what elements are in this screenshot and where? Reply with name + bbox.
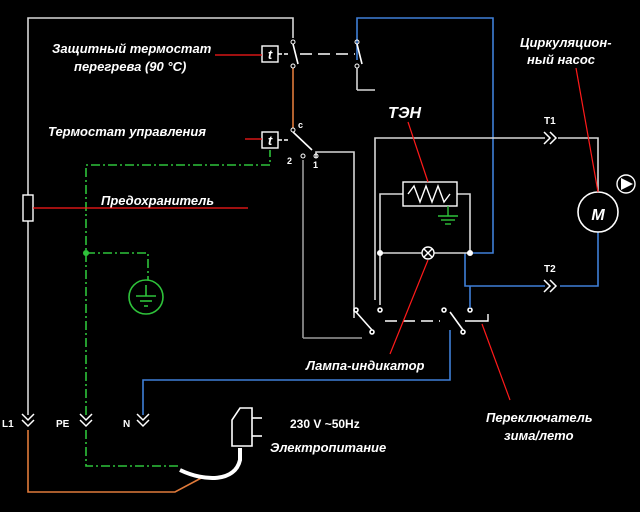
l1-label: L1 xyxy=(2,419,14,430)
lamp-label: Лампа-индикатор xyxy=(305,358,425,373)
t2-label: T2 xyxy=(544,264,556,275)
t1-label: T1 xyxy=(544,116,556,127)
heater-label: ТЭН xyxy=(388,105,421,122)
overheat-thermostat-label-2: перегрева (90 °C) xyxy=(74,59,186,74)
l1-bottom-wire xyxy=(27,430,206,493)
ground-symbol-icon xyxy=(128,279,164,315)
power-label: Электропитание xyxy=(270,440,386,455)
t1-connector-icon xyxy=(543,131,558,145)
leader-lines xyxy=(33,54,599,401)
control-thermostat-label: Термостат управления xyxy=(48,124,206,139)
season-switch xyxy=(353,286,489,335)
fuse-symbol xyxy=(22,194,34,222)
pe-wire xyxy=(85,150,271,415)
heater-element xyxy=(402,181,458,225)
pump-label-1: Циркуляцион- xyxy=(520,35,612,50)
n-wire xyxy=(142,330,451,415)
heater-right-wire xyxy=(457,193,471,253)
pump-t2-wire xyxy=(464,253,545,287)
pe-label: PE xyxy=(56,419,70,430)
heater-left-wire xyxy=(379,193,403,253)
neutral-wiring xyxy=(142,17,599,415)
l1-main-wire xyxy=(27,17,294,415)
junction-dots xyxy=(83,250,473,256)
pump-label-2: ный насос xyxy=(527,52,596,67)
overheat-thermostat-symbol: t xyxy=(268,47,273,62)
pump-motor: M xyxy=(577,174,636,233)
voltage-label: 230 V ~50Hz xyxy=(290,417,360,431)
switch-label-1: Переключатель xyxy=(486,410,593,425)
overheat-thermostat: t xyxy=(261,39,375,91)
terminal-connectors xyxy=(21,413,150,428)
motor-symbol: M xyxy=(591,207,605,224)
power-plug-icon xyxy=(179,407,262,481)
pe-bottom-wire xyxy=(85,430,180,467)
n-connector-icon xyxy=(136,413,150,422)
ground-branch-wire xyxy=(86,252,149,280)
pump-return-wire xyxy=(560,232,599,287)
t1-to-pump-wire xyxy=(558,137,599,192)
internal-wiring xyxy=(315,137,599,318)
contact-c-label: c xyxy=(298,120,303,130)
l1-connector-icon xyxy=(21,413,35,422)
n-label: N xyxy=(123,419,130,430)
overheat-thermostat-label-1: Защитный термостат xyxy=(52,41,212,56)
pump-t1-wire xyxy=(374,137,545,300)
switch-label-2: зима/лето xyxy=(504,428,574,443)
contact-1-label: 1 xyxy=(313,160,318,170)
contact-2-label: 2 xyxy=(287,156,292,166)
lamp-indicator-icon xyxy=(421,246,435,260)
t2-connector-icon xyxy=(543,279,558,293)
pe-connector-icon xyxy=(79,413,93,422)
ground-wiring xyxy=(85,150,271,467)
fuse-label: Предохранитель xyxy=(101,193,214,208)
contact1-wire xyxy=(315,151,355,318)
overheat-neutral-wire xyxy=(356,17,494,254)
control-thermostat: t c 2 1 xyxy=(261,120,319,170)
control-thermostat-symbol: t xyxy=(268,133,273,148)
